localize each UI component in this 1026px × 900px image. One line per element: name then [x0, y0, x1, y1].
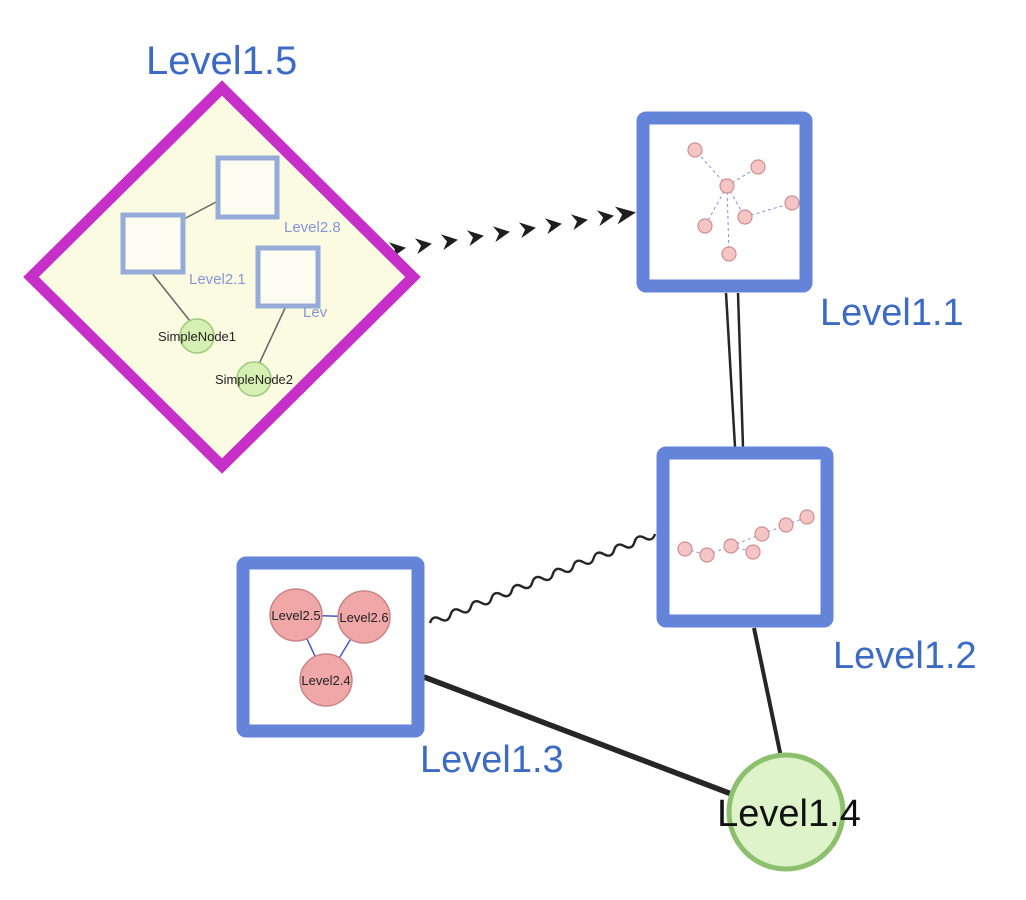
- edge-level1-2-to-level1-4[interactable]: [752, 627, 783, 758]
- node-label-level2-5: Level2.5: [271, 608, 320, 623]
- node-simplenode2[interactable]: [236, 361, 272, 397]
- group-label-level1-1: Level1.1: [820, 292, 964, 334]
- node-label-level2-1: Level2.1: [189, 271, 246, 288]
- mini-node[interactable]: [723, 538, 739, 554]
- edge-level2-8-to-level2-1: [181, 200, 219, 221]
- node-label-simplenode1: SimpleNode1: [158, 329, 236, 344]
- edge-lev-to-simplenode2: [258, 305, 287, 365]
- edge-level2-1-to-simplenode1: [150, 271, 191, 322]
- mini-node[interactable]: [778, 517, 794, 533]
- node-label-level2-4: Level2.4: [301, 673, 350, 688]
- mini-node[interactable]: [677, 541, 693, 557]
- group-node-level1-2[interactable]: [656, 446, 834, 628]
- mini-node[interactable]: [745, 544, 761, 560]
- group-node-level1-3[interactable]: Level2.5 Level2.6 Level2.4: [236, 556, 425, 738]
- mini-node[interactable]: [737, 209, 753, 225]
- edge-level1-3-to-level1-4[interactable]: [423, 674, 743, 801]
- node-level2-8[interactable]: [215, 155, 280, 220]
- inner-graph-level1-3: Level2.5 Level2.6 Level2.4: [269, 588, 391, 707]
- inner-graph-level1-1: [687, 142, 800, 262]
- group-label-level1-3: Level1.3: [420, 739, 564, 781]
- node-label-level2-lev: Lev: [303, 304, 328, 321]
- node-level2-lev[interactable]: [255, 245, 321, 309]
- inner-graph-level1-2: [677, 509, 815, 563]
- group-node-level1-1[interactable]: [636, 111, 813, 293]
- mini-node[interactable]: [697, 218, 713, 234]
- group-label-level1-5: Level1.5: [146, 39, 297, 83]
- node-level2-4[interactable]: [299, 653, 353, 707]
- mini-node[interactable]: [750, 159, 766, 175]
- edge-level1-3-to-level1-2[interactable]: [428, 531, 657, 627]
- mini-node[interactable]: [799, 509, 815, 525]
- node-label-level1-4: Level1.4: [717, 793, 861, 835]
- mini-node[interactable]: [719, 178, 735, 194]
- node-level2-1[interactable]: [120, 212, 186, 275]
- node-simplenode1[interactable]: [179, 318, 215, 354]
- edge-level1-1-to-level1-2[interactable]: [724, 292, 745, 448]
- node-label-level2-6: Level2.6: [339, 610, 388, 625]
- node-label-simplenode2: SimpleNode2: [215, 372, 293, 387]
- mini-node[interactable]: [699, 547, 715, 563]
- group-node-level1-5[interactable]: Level2.8 Level2.1 Lev SimpleNode1 Simple…: [23, 80, 421, 474]
- mini-node[interactable]: [784, 195, 800, 211]
- edge-level1-5-to-level1-1[interactable]: [388, 206, 636, 259]
- mini-node[interactable]: [687, 142, 703, 158]
- node-level1-4[interactable]: [726, 752, 846, 872]
- mini-node[interactable]: [721, 246, 737, 262]
- mini-node[interactable]: [754, 526, 770, 542]
- node-level2-5[interactable]: [269, 588, 323, 642]
- node-level2-6[interactable]: [337, 590, 391, 644]
- group-label-level1-2: Level1.2: [833, 635, 977, 677]
- node-label-level2-8: Level2.8: [284, 219, 341, 236]
